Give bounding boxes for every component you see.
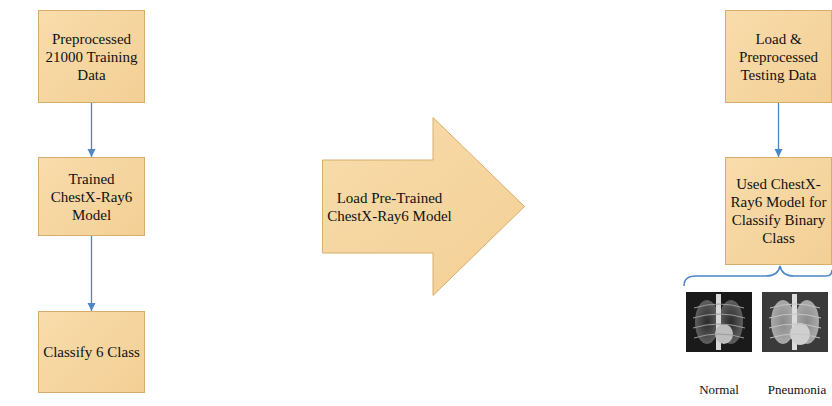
arrow-outline (322, 117, 525, 296)
node-text: Load & Preprocessed Testing Data (729, 30, 828, 84)
arrow-text-area: Load Pre-Trained ChestX-Ray6 Model (322, 160, 457, 253)
curly-bracket (684, 266, 832, 286)
node-text: Load Pre-Trained ChestX-Ray6 Model (322, 189, 457, 225)
image-caption: Normal (686, 382, 752, 398)
rib-lines (769, 304, 821, 338)
xray-pneumonia-image (762, 292, 828, 352)
process-box: Load & Preprocessed Testing Data (725, 10, 832, 103)
rib-lines (693, 304, 745, 338)
flow-arrow (778, 103, 779, 157)
xray-background (686, 292, 752, 352)
process-box: Used ChestX-Ray6 Model for Classify Bina… (725, 157, 832, 265)
arrow-shape (323, 118, 525, 296)
flow-arrow (91, 103, 92, 157)
xray-normal-image (686, 292, 752, 352)
image-caption: Pneumonia (764, 382, 830, 398)
process-box: Classify 6 Class (38, 311, 145, 393)
node-text: Used ChestX-Ray6 Model for Classify Bina… (729, 175, 828, 247)
node-text: Classify 6 Class (43, 343, 140, 361)
block-arrow: Load Pre-Trained ChestX-Ray6 Model (322, 117, 525, 296)
xray-background (762, 292, 828, 352)
node-text: Preprocessed 21000 Training Data (42, 30, 141, 84)
process-box: Trained ChestX-Ray6 Model (38, 157, 145, 236)
flow-arrow (91, 236, 92, 311)
node-text: Trained ChestX-Ray6 Model (42, 170, 141, 224)
process-box: Preprocessed 21000 Training Data (38, 10, 145, 103)
